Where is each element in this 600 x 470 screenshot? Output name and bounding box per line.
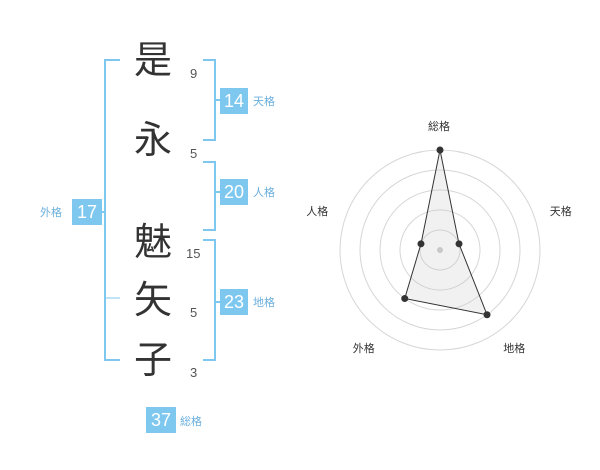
radar-axis-label-3: 地格	[503, 342, 526, 356]
radar-center	[437, 247, 443, 253]
soukaku-label: 総格	[180, 415, 202, 428]
radar-ring	[399, 209, 481, 291]
stroke-count-5: 3	[190, 365, 198, 380]
radar-ring	[419, 229, 461, 271]
gaikaku-label: 外格	[40, 206, 62, 219]
radar-polygon	[404, 149, 488, 316]
name-char-1: 是	[133, 38, 172, 82]
radar-point-2	[455, 240, 463, 248]
radar-axis-label-1: 総格	[428, 120, 450, 134]
stroke-count-2: 5	[190, 146, 198, 161]
radar-axis-label-5: 人格	[306, 205, 329, 219]
gaikaku-value: 17	[72, 199, 102, 225]
chikaku-label: 地格	[253, 296, 275, 309]
name-char-4: 矢	[133, 278, 172, 322]
tenkaku-label: 天格	[253, 95, 275, 108]
soukaku-value: 37	[146, 407, 176, 433]
jinkaku-value: 20	[220, 179, 248, 205]
stroke-count-1: 9	[190, 66, 198, 81]
radar-chart	[339, 146, 541, 351]
name-char-3: 魅	[133, 220, 172, 264]
radar-ring	[359, 169, 521, 331]
name-char-5: 子	[133, 338, 172, 382]
radar-axis-label-4: 外格	[352, 342, 375, 356]
stroke-count-3: 15	[186, 246, 201, 261]
stroke-count-4: 5	[190, 305, 198, 320]
name-char-2: 永	[133, 118, 172, 162]
radar-point-5	[417, 240, 425, 248]
tenkaku-value: 14	[220, 88, 248, 114]
radar-point-3	[483, 311, 491, 319]
chikaku-value: 23	[220, 289, 248, 315]
jinkaku-label: 人格	[253, 186, 275, 199]
radar-point-4	[401, 295, 409, 303]
radar-axis-label-2: 天格	[549, 205, 572, 219]
radar-point-1	[436, 146, 444, 154]
radar-ring	[379, 189, 501, 311]
